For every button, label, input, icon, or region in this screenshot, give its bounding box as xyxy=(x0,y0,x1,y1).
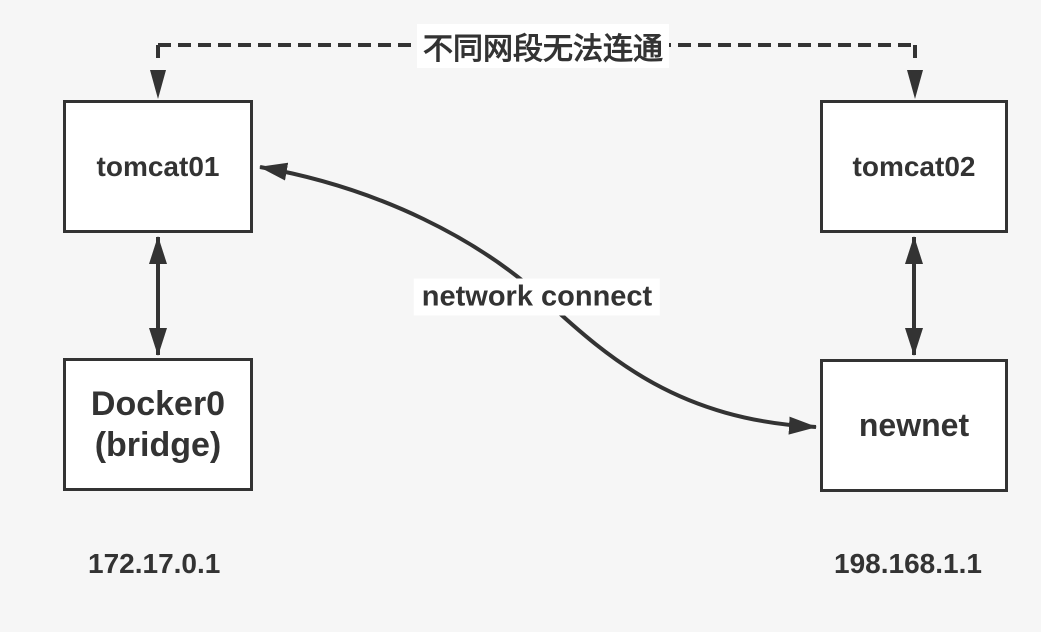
node-tomcat02: tomcat02 xyxy=(820,100,1008,233)
ip-address-docker0: 172.17.0.1 xyxy=(88,548,221,579)
node-newnet-label: newnet xyxy=(858,407,970,443)
segment-warning-label: 不同网段无法连通 xyxy=(417,24,669,68)
node-docker0-bridge: Docker0 (bridge) xyxy=(63,358,253,491)
node-tomcat01: tomcat01 xyxy=(63,100,253,233)
node-tomcat01-label: tomcat01 xyxy=(96,150,220,182)
dashed-edge-arrowhead-right xyxy=(907,70,923,99)
network-connect-label: network connect xyxy=(413,278,661,316)
node-tomcat02-label: tomcat02 xyxy=(852,150,976,182)
dashed-edge-tomcat01-tomcat02 xyxy=(156,43,917,64)
dashed-edge-arrowhead-left xyxy=(150,70,166,99)
node-docker0-label: Docker0 (bridge) xyxy=(90,384,226,464)
ip-address-newnet: 198.168.1.1 xyxy=(834,548,982,579)
node-newnet: newnet xyxy=(820,359,1008,492)
